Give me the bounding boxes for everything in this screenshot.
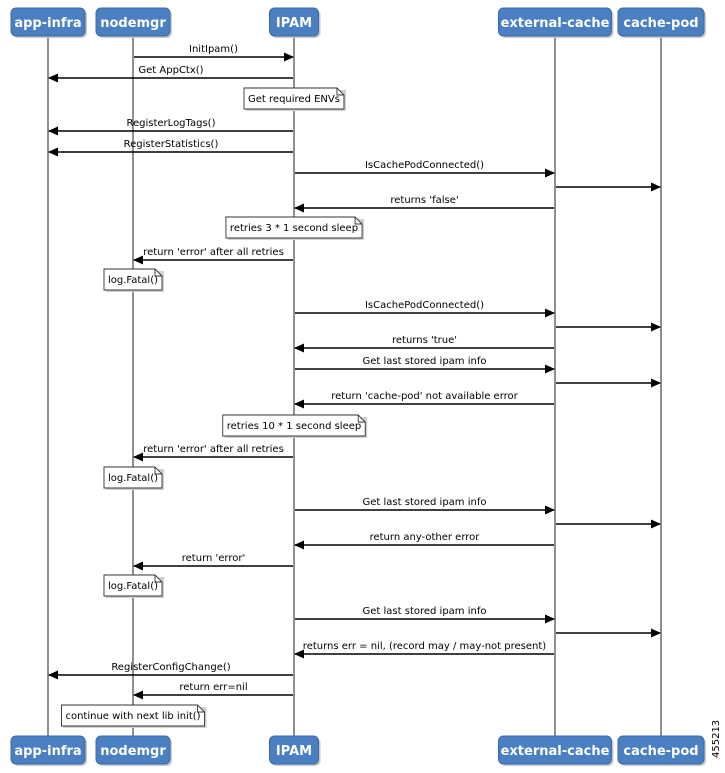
message-29: return err=nil xyxy=(133,682,293,700)
message-steps: InitIpam() Get AppCtx() Get required ENVsR… xyxy=(48,44,661,728)
note-text: log.Fatal() xyxy=(108,275,158,286)
message-label: returns err = nil, (record may / may-not… xyxy=(303,641,546,652)
note-text: retries 3 * 1 second sleep xyxy=(230,223,358,234)
message-16: return 'cache-pod' not available error xyxy=(294,391,554,409)
note-box xyxy=(222,414,366,437)
participant-label: external-cache xyxy=(501,16,610,31)
message-27: returns err = nil, (record may / may-not… xyxy=(294,641,554,659)
participant-app-infra-top: app-infra xyxy=(10,7,87,38)
message-label: Get AppCtx() xyxy=(138,65,203,76)
note-30: continue with next lib init() xyxy=(61,704,207,728)
note-text: continue with next lib init() xyxy=(65,711,200,722)
message-7: returns 'false' xyxy=(294,195,554,213)
participant-label: nodemgr xyxy=(100,16,166,31)
note-box xyxy=(103,466,163,489)
note-box xyxy=(243,87,345,110)
message-label: Get last stored ipam info xyxy=(363,497,487,508)
participant-label: IPAM xyxy=(276,744,312,759)
message-25: Get last stored ipam info xyxy=(295,606,555,624)
message-label: return 'error' xyxy=(182,553,245,564)
message-label: IsCachePodConnected() xyxy=(365,160,484,171)
message-5: IsCachePodConnected() xyxy=(295,160,555,178)
message-23: return 'error' xyxy=(133,553,293,571)
participant-label: IPAM xyxy=(276,16,312,31)
note-17: retries 10 * 1 second sleep xyxy=(222,414,368,438)
message-label: return err=nil xyxy=(179,682,247,693)
message-label: InitIpam() xyxy=(189,44,238,55)
message-label: return 'error' after all retries xyxy=(143,444,284,455)
note-2: Get required ENVs xyxy=(243,87,346,111)
message-label: RegisterConfigChange() xyxy=(111,662,230,673)
note-box xyxy=(103,268,163,291)
note-24: log.Fatal() xyxy=(103,574,165,598)
message-label: RegisterLogTags() xyxy=(127,118,216,129)
participant-label: cache-pod xyxy=(623,16,698,31)
participant-nodemgr-top: nodemgr xyxy=(95,7,172,38)
message-28: RegisterConfigChange() xyxy=(48,662,293,680)
message-22: return any-other error xyxy=(294,532,554,550)
message-label: return 'cache-pod' not available error xyxy=(331,391,518,402)
participant-external-cache-bottom: external-cache xyxy=(498,735,614,766)
participant-app-infra-bottom: app-infra xyxy=(10,735,87,766)
participant-label: nodemgr xyxy=(100,744,166,759)
message-label: Get last stored ipam info xyxy=(363,606,487,617)
message-18: return 'error' after all retries xyxy=(133,444,293,462)
note-19: log.Fatal() xyxy=(103,466,165,490)
note-box xyxy=(61,704,205,727)
message-label: Get last stored ipam info xyxy=(363,356,487,367)
participant-label: external-cache xyxy=(501,744,610,759)
participant-nodemgr-bottom: nodemgr xyxy=(95,735,172,766)
message-label: IsCachePodConnected() xyxy=(365,300,484,311)
note-8: retries 3 * 1 second sleep xyxy=(225,216,365,240)
message-label: return any-other error xyxy=(370,532,481,543)
participant-cache-pod-top: cache-pod xyxy=(617,7,706,38)
message-label: returns 'true' xyxy=(392,335,457,346)
message-20: Get last stored ipam info xyxy=(295,497,555,515)
message-9: return 'error' after all retries xyxy=(133,247,293,265)
participant-label: app-infra xyxy=(14,744,81,759)
message-label: returns 'false' xyxy=(390,195,458,206)
note-text: log.Fatal() xyxy=(108,473,158,484)
message-label: return 'error' after all retries xyxy=(143,247,284,258)
message-0: InitIpam() xyxy=(134,44,294,62)
note-text: retries 10 * 1 second sleep xyxy=(227,421,362,432)
message-3: RegisterLogTags() xyxy=(48,118,293,136)
note-10: log.Fatal() xyxy=(103,268,165,292)
participant-label: cache-pod xyxy=(623,744,698,759)
participant-external-cache-top: external-cache xyxy=(498,7,614,38)
message-4: RegisterStatistics() xyxy=(48,139,293,157)
participant-label: app-infra xyxy=(14,16,81,31)
message-14: Get last stored ipam info xyxy=(295,356,555,374)
participant-cache-pod-bottom: cache-pod xyxy=(617,735,706,766)
message-13: returns 'true' xyxy=(294,335,554,353)
note-box xyxy=(103,574,163,597)
note-text: log.Fatal() xyxy=(108,581,158,592)
message-1: Get AppCtx() xyxy=(48,65,293,83)
note-text: Get required ENVs xyxy=(248,94,340,105)
participant-ipam-top: IPAM xyxy=(269,7,321,38)
note-box xyxy=(225,216,363,239)
message-11: IsCachePodConnected() xyxy=(295,300,555,318)
participant-ipam-bottom: IPAM xyxy=(269,735,321,766)
message-label: RegisterStatistics() xyxy=(124,139,219,150)
figure-id: 455213 xyxy=(711,720,722,758)
